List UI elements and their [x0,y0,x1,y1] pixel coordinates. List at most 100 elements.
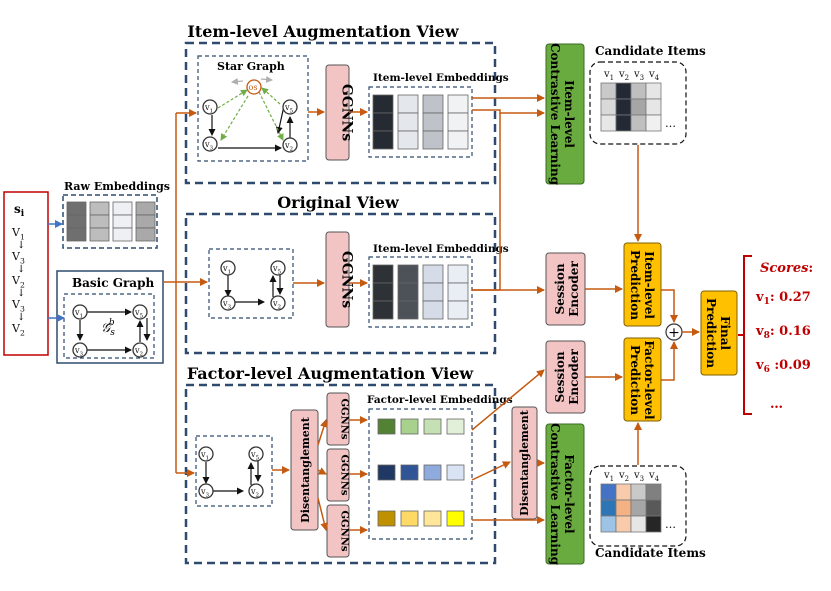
candidate-ellipsis: … [665,518,676,531]
ggnn-block-item-label: GGNNs [338,84,354,142]
graph-node-label: v5 [284,103,294,114]
graph-node-label: v1 [204,103,213,114]
graph-node [202,99,218,115]
candidate-header: v3 [633,470,644,483]
factor-embedding-cell [400,418,419,435]
item-embedding-cell [447,130,469,150]
svg-text:Item-levelContrastive Learning: Item-levelContrastive Learning [548,43,576,186]
graph-node-label: v2 [134,346,144,357]
candidate-header: v3 [633,69,644,82]
ggnn-block-factor-3 [326,504,350,558]
candidate-items-label-bottom: Candidate Items [595,546,706,560]
candidate-cell [600,499,617,517]
graph-node-label: v2 [250,487,260,498]
candidate-cell [645,499,662,517]
item-embedding-cell [422,264,444,284]
raw-embedding-cell [89,214,110,229]
graph-node-label: v3 [200,487,210,498]
session-item: V3 [11,250,25,265]
graph-node-label: v1 [200,450,209,461]
graph-edge [217,89,248,109]
basic-graph-symbol: 𝒢sb [101,318,115,338]
score-more: … [770,397,783,412]
graph-node [248,483,264,499]
svg-text:+: + [668,325,680,341]
connectors [48,94,700,534]
final-prediction-block: FinalPrediction [700,290,738,376]
graph-node [132,342,148,358]
session-arrow: ↓ [17,312,25,323]
item-embeddings-label-mid: Item-level Embeddings [373,243,509,255]
graph-node [282,137,298,153]
graph-edge [220,95,249,141]
raw-embedding-cell [135,227,156,242]
item-embedding-cell [397,264,419,284]
item-embedding-cell [447,300,469,320]
factor-embedding-matrix [377,418,465,527]
candidate-cell [645,483,662,501]
scores-title: Scores: [760,261,813,276]
session-encoder-top: SessionEncoder [545,252,586,326]
graph-node-label: v3 [74,346,84,357]
disentanglement-block-left: Disentanglement [290,409,319,531]
raw-embedding-cell [112,214,133,229]
factor-view-box [184,383,497,565]
sum-operator: + [665,323,683,341]
factor-embeddings-box [368,408,473,540]
graph-node [72,342,88,358]
item-embedding-cell [422,300,444,320]
factor-embedding-cell [423,418,442,435]
graph-node [248,446,264,462]
item-embedding-cell [422,130,444,150]
candidate-cell [600,483,617,501]
candidate-cell [630,82,647,100]
graph-node-label: v2 [284,141,294,152]
candidate-cell [630,483,647,501]
raw-embedding-cell [112,201,133,216]
svg-text:𝒢sb: 𝒢sb [101,318,115,338]
graph-node [282,99,298,115]
factor-embedding-cell [446,510,465,527]
raw-embedding-cell [66,227,87,242]
item-embedding-cell [422,112,444,132]
graph-node [220,295,236,311]
candidate-cell [645,114,662,132]
graph-node-label: v3 [204,140,214,151]
ggnn-block-factor-1 [326,392,350,446]
candidate-cell [630,499,647,517]
item-embedding-matrix-mid [372,264,469,320]
graph-node [72,304,88,320]
item-embedding-cell [447,94,469,114]
graph-node [132,304,148,320]
svg-text:FinalPrediction: FinalPrediction [704,298,732,368]
graph-node-label: v2 [272,299,282,310]
score-item: v8: 0.16 [755,324,811,341]
factor-embedding-cell [446,418,465,435]
session-arrow: ↓ [17,264,25,275]
session-item: V3 [11,298,25,313]
factor-embedding-cell [423,510,442,527]
graph-node [202,136,218,152]
svg-text:Disentanglement: Disentanglement [299,416,312,523]
item-embedding-cell [372,112,394,132]
factor-embedding-cell [377,418,396,435]
star-graph-box [197,55,309,162]
raw-embeddings-label: Raw Embeddings [64,180,170,193]
raw-embedding-cell [89,227,110,242]
candidate-cell [600,114,617,132]
session-arrow: ↓ [17,288,25,299]
candidate-ellipsis: … [665,117,676,130]
ggnn-block-original [325,231,350,328]
ggnn-block-factor-1-label: GGNNs [339,399,350,440]
raw-embedding-cell [66,201,87,216]
raw-embedding-cell [66,214,87,229]
factor-embedding-cell [446,464,465,481]
graph-node [198,446,214,462]
candidate-cell [600,98,617,116]
connector-arrow [317,419,328,446]
connector-arrow [471,461,511,481]
connector-arrow [661,341,678,381]
